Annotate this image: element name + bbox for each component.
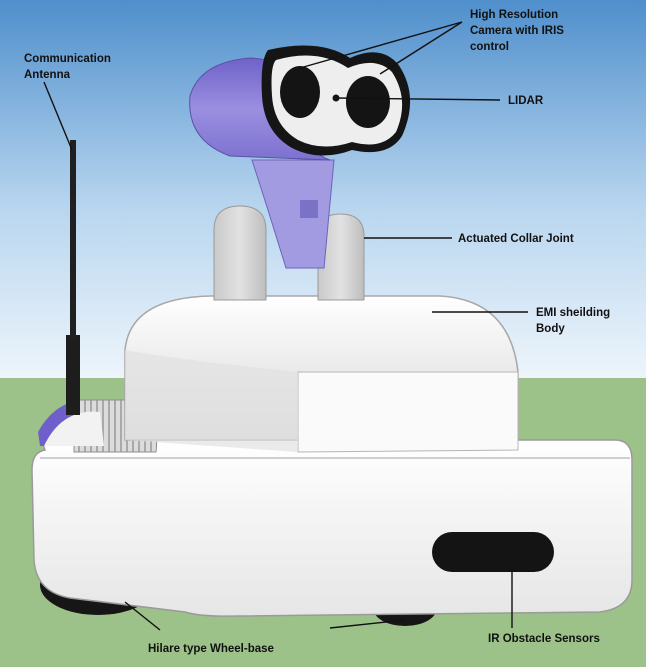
leader-lines [43, 21, 528, 631]
leader-camera-right [379, 21, 463, 75]
camera-label-line1: High Resolution [470, 9, 558, 21]
antenna-label-line2: Antenna [24, 69, 71, 81]
body-shadow [125, 350, 298, 452]
emi-label-line2: Body [536, 323, 565, 335]
leader-wheelbase-2 [329, 619, 406, 629]
camera-head [189, 45, 411, 161]
antenna-base [66, 335, 80, 415]
camera-label-line3: control [470, 41, 509, 53]
body-front-face [297, 371, 519, 453]
wheel-base [31, 439, 633, 617]
leader-camera-left [299, 21, 463, 69]
collar-left [213, 205, 267, 301]
lidar-label: LIDAR [508, 95, 544, 107]
neck-slot [300, 200, 318, 218]
wheelbase-label: Hilare type Wheel-base [148, 643, 274, 655]
collar-joint [213, 205, 365, 301]
emi-label-line1: EMI sheilding [536, 307, 610, 319]
labels: High Resolution Camera with IRIS control… [24, 9, 610, 655]
base-shell [31, 439, 633, 617]
camera-label-line2: Camera with IRIS [470, 25, 564, 37]
left-camera-lens [280, 66, 320, 118]
collar-label: Actuated Collar Joint [458, 233, 574, 245]
rim-face [44, 411, 104, 446]
leader-lidar [335, 97, 501, 101]
antenna-mast [70, 140, 76, 340]
antenna-label-line1: Communication [24, 53, 111, 65]
ir-label: IR Obstacle Sensors [488, 633, 600, 645]
leader-antenna [43, 81, 73, 151]
emi-body [124, 295, 519, 453]
right-camera-lens [346, 76, 390, 128]
ir-sensor-window [432, 532, 554, 572]
antenna [66, 140, 80, 415]
leader-wheelbase [124, 601, 161, 631]
